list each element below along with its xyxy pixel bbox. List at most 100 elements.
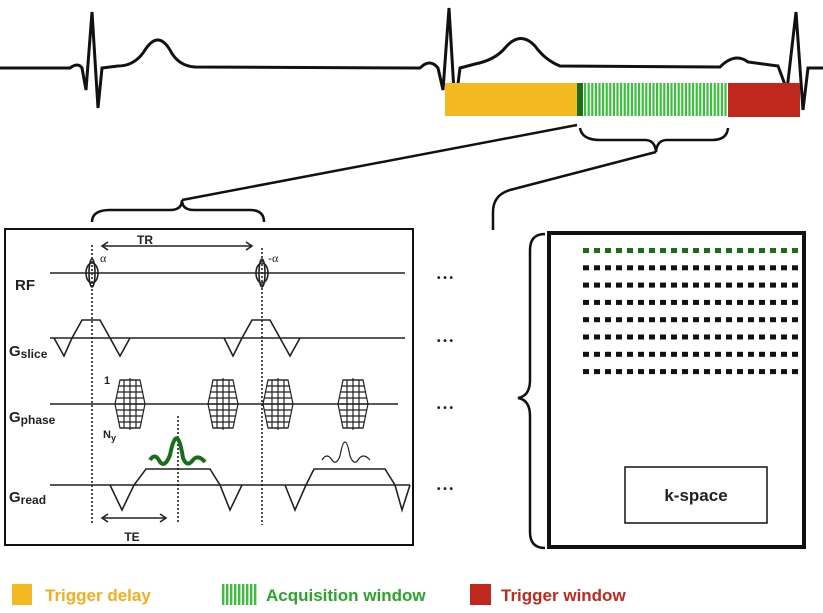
kspace-line [594, 282, 600, 288]
kspace-line [671, 334, 677, 340]
kspace-line-current [594, 248, 600, 253]
kspace-line-current [792, 248, 798, 253]
kspace-panel [547, 231, 806, 549]
acquisition-stripe [663, 83, 666, 116]
kspace-line [759, 369, 765, 375]
gphase-label: Gphase [9, 409, 56, 427]
legend-stripe [230, 584, 233, 605]
kspace-label: k-space [664, 486, 727, 505]
kspace-line [748, 369, 754, 375]
kspace-line [638, 369, 644, 375]
kspace-line [704, 334, 710, 340]
tr-label: TR [137, 233, 153, 247]
acquisition-stripe [666, 83, 669, 116]
kspace-line [759, 317, 765, 323]
kspace-line [726, 282, 732, 288]
kspace-line [682, 334, 688, 340]
kspace-line [594, 317, 600, 323]
kspace-line [649, 282, 655, 288]
kspace-line [649, 334, 655, 340]
kspace-line [770, 299, 776, 305]
kspace-line [649, 265, 655, 271]
acquisition-stripe [677, 83, 680, 116]
legend-stripe [226, 584, 229, 605]
kspace-line [781, 351, 787, 357]
sequence-lines [50, 241, 411, 525]
kspace-line [715, 334, 721, 340]
legend-stripe [234, 584, 237, 605]
kspace-line [715, 351, 721, 357]
kspace-line [649, 299, 655, 305]
kspace-line [737, 265, 743, 271]
legend-acquisition-window: Acquisition window [266, 586, 426, 605]
kspace-line [715, 265, 721, 271]
kspace-line-current [627, 248, 633, 253]
acquisition-stripe [688, 83, 691, 116]
legend-acquisition-swatch [222, 584, 257, 605]
legend-trigger-delay: Trigger delay [45, 586, 151, 605]
kspace-line [726, 265, 732, 271]
kspace-line [660, 265, 666, 271]
kspace-line [594, 351, 600, 357]
acquisition-stripe [684, 83, 687, 116]
kspace-line-current [759, 248, 765, 253]
kspace-line [693, 317, 699, 323]
kspace-line [792, 299, 798, 305]
legend-stripe [246, 584, 249, 605]
pulse-sequence-panel [4, 228, 414, 546]
legend-stripe [254, 584, 257, 605]
kspace-line-current [638, 248, 644, 253]
kspace-line [671, 282, 677, 288]
acquisition-current-line [577, 83, 583, 116]
kspace-line [781, 334, 787, 340]
phase-blip [262, 378, 294, 430]
kspace-line [638, 299, 644, 305]
kspace-line [748, 317, 754, 323]
kspace-line [748, 351, 754, 357]
acquisition-stripe [627, 83, 630, 116]
acquisition-stripe [612, 83, 615, 116]
acquisition-stripe [648, 83, 651, 116]
kspace-line-current [726, 248, 732, 253]
kspace-line [781, 282, 787, 288]
kspace-line-current [583, 248, 589, 253]
kspace-line [660, 282, 666, 288]
legend-stripe [250, 584, 253, 605]
kspace-line [649, 369, 655, 375]
kspace-line [583, 317, 589, 323]
kspace-line [715, 299, 721, 305]
echo-signal [148, 436, 207, 466]
kspace-line [627, 299, 633, 305]
kspace-line [693, 334, 699, 340]
acquisition-stripe [630, 83, 633, 116]
kspace-line [704, 265, 710, 271]
kspace-line [671, 351, 677, 357]
kspace-line-current [616, 248, 622, 253]
acquisition-stripe [594, 83, 597, 116]
acquisition-stripe [710, 83, 713, 116]
gphase-ellipsis: • • • [437, 403, 454, 414]
kspace-line [660, 299, 666, 305]
acquisition-stripe [692, 83, 695, 116]
acquisition-stripe [609, 83, 612, 116]
kspace-line [682, 265, 688, 271]
kspace-line [726, 317, 732, 323]
kspace-line [704, 317, 710, 323]
kspace-line [627, 351, 633, 357]
kspace-line [704, 282, 710, 288]
kspace-line [660, 369, 666, 375]
acquisition-stripe [656, 83, 659, 116]
kspace-line [682, 282, 688, 288]
acquisition-stripe [659, 83, 662, 116]
acquisition-stripe [699, 83, 702, 116]
kspace-line-current [605, 248, 611, 253]
acquisition-stripe [645, 83, 648, 116]
kspace-line [726, 369, 732, 375]
kspace-line [704, 299, 710, 305]
alpha-label: α [100, 251, 107, 265]
acquisition-window-bar [583, 83, 728, 116]
kspace-line [693, 265, 699, 271]
kspace-line [715, 282, 721, 288]
kspace-line [583, 282, 589, 288]
